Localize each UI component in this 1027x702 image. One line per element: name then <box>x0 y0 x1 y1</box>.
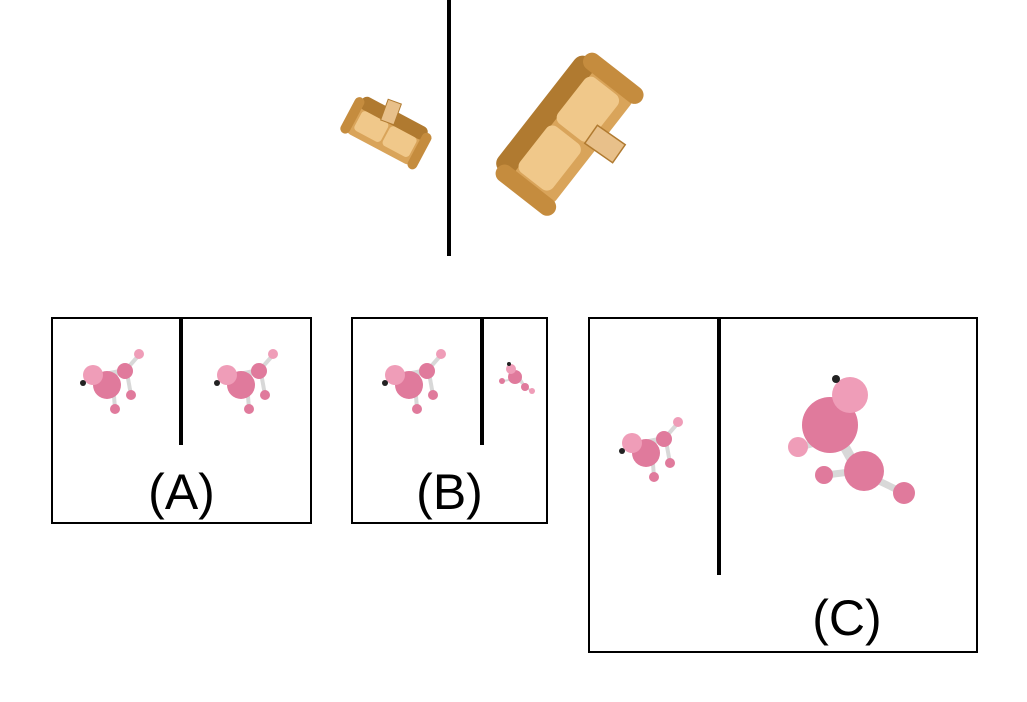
poodle-icon <box>214 349 278 414</box>
option-b-panel[interactable]: (B) <box>351 317 548 524</box>
option-b-divider <box>480 319 484 445</box>
poodle-icon <box>80 349 144 414</box>
example-divider <box>447 0 451 256</box>
option-a-divider <box>179 319 183 445</box>
option-a-label: (A) <box>148 464 215 520</box>
poodle-icon <box>499 362 535 394</box>
option-a-panel[interactable]: (A) <box>51 317 312 524</box>
poodle-icon <box>382 349 446 414</box>
poodle-icon <box>788 375 915 504</box>
option-c-label: (C) <box>812 590 882 646</box>
option-c-divider <box>717 319 721 575</box>
option-b-label: (B) <box>416 464 483 520</box>
poodle-icon <box>619 417 683 482</box>
sofa-icon <box>495 52 644 216</box>
option-c-panel[interactable]: (C) <box>588 317 978 653</box>
sofa-icon <box>340 96 432 170</box>
